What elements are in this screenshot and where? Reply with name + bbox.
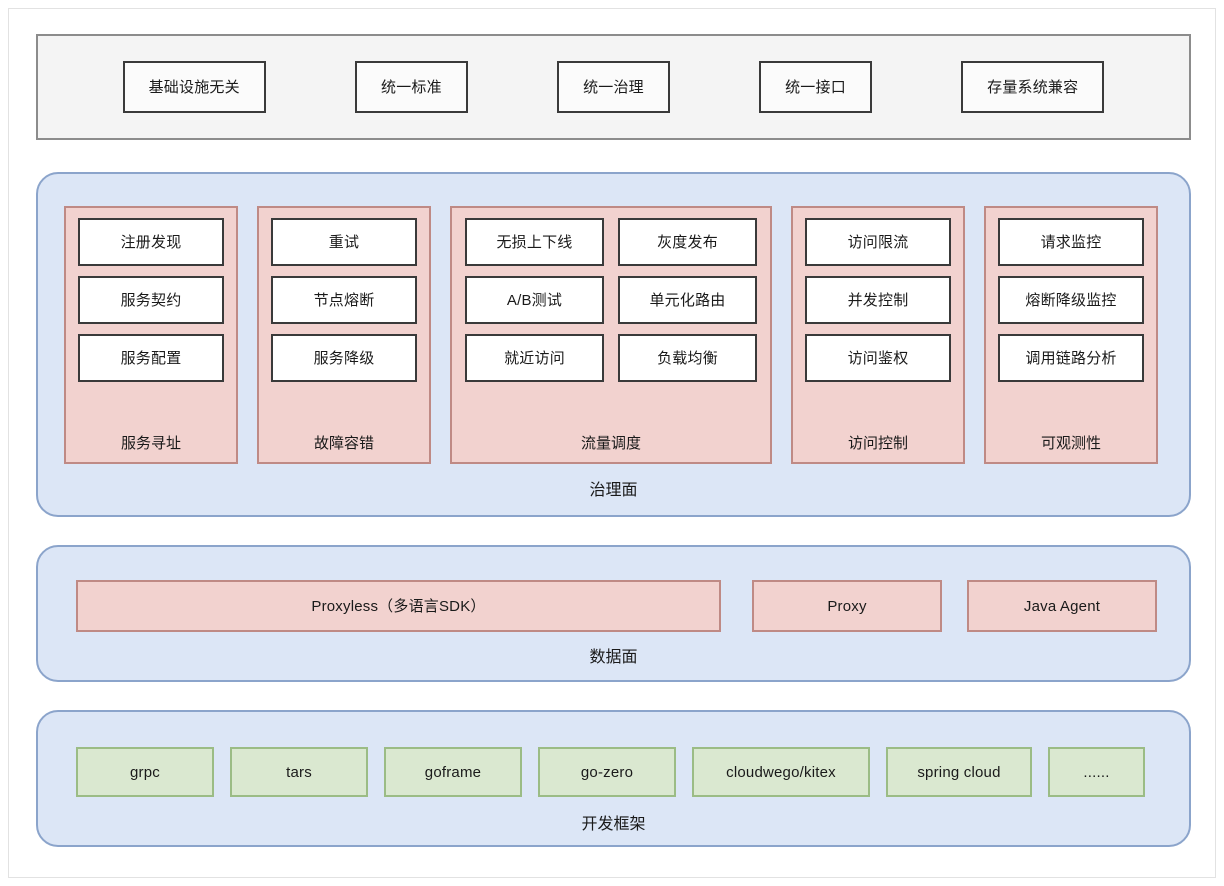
governance-item-label: 访问鉴权: [847, 349, 909, 367]
governance-item-label: 单元化路由: [649, 291, 726, 309]
governance-item-label: 服务契约: [120, 291, 182, 309]
governance-item: 单元化路由: [618, 276, 757, 324]
data-plane-label: 数据面: [589, 649, 638, 666]
governance-item: 访问限流: [805, 218, 951, 266]
governance-item-label: 并发控制: [847, 291, 909, 309]
governance-item: 服务降级: [271, 334, 417, 382]
governance-item-label: 服务降级: [313, 349, 375, 367]
governance-plane-panel: 注册发现 服务契约 服务配置 服务寻址 重试: [36, 172, 1191, 517]
governance-item-label: 熔断降级监控: [1025, 291, 1117, 309]
data-plane-item-java-agent: Java Agent: [967, 580, 1157, 632]
governance-item-label: 负载均衡: [657, 349, 718, 367]
governance-item-label: 节点熔断: [313, 291, 375, 309]
framework-item-grpc: grpc: [76, 747, 214, 797]
principles-panel: 基础设施无关 统一标准 统一治理 统一接口 存量系统兼容: [36, 34, 1191, 140]
governance-group-observability: 请求监控 熔断降级监控 调用链路分析 可观测性: [984, 206, 1158, 464]
governance-item: 调用链路分析: [998, 334, 1144, 382]
principle-box: 存量系统兼容: [961, 61, 1105, 113]
governance-item-label: 无损上下线: [496, 233, 573, 251]
framework-item-goframe: goframe: [384, 747, 522, 797]
governance-item-label: 请求监控: [1040, 233, 1102, 251]
governance-item: 无损上下线: [465, 218, 604, 266]
framework-item-label: cloudwego/kitex: [726, 763, 836, 781]
governance-item: 熔断降级监控: [998, 276, 1144, 324]
principle-label: 基础设施无关: [148, 78, 240, 96]
principle-box: 统一治理: [557, 61, 670, 113]
governance-group-service-addressing: 注册发现 服务契约 服务配置 服务寻址: [64, 206, 238, 464]
data-plane-item-proxyless: Proxyless（多语言SDK）: [76, 580, 721, 632]
governance-item: 重试: [271, 218, 417, 266]
framework-item-label: spring cloud: [917, 763, 1001, 781]
data-plane-item-proxy: Proxy: [752, 580, 942, 632]
governance-item-label: 服务配置: [120, 349, 182, 367]
data-plane-item-label: Proxyless（多语言SDK）: [311, 597, 486, 615]
principle-label: 存量系统兼容: [987, 78, 1079, 96]
governance-groups: 注册发现 服务契约 服务配置 服务寻址 重试: [64, 206, 1167, 464]
governance-item-label: A/B测试: [506, 291, 563, 309]
governance-group-items: 注册发现 服务契约 服务配置: [78, 218, 224, 382]
governance-item: 并发控制: [805, 276, 951, 324]
framework-item-label: ......: [1083, 763, 1110, 781]
governance-item-label: 就近访问: [504, 349, 565, 367]
governance-item: 灰度发布: [618, 218, 757, 266]
data-plane-items: Proxyless（多语言SDK） Proxy Java Agent: [76, 580, 1157, 632]
framework-item-go-zero: go-zero: [538, 747, 676, 797]
framework-plane-label: 开发框架: [581, 816, 646, 833]
data-plane-item-label: Proxy: [827, 597, 867, 615]
governance-item: 就近访问: [465, 334, 604, 382]
framework-item-more: ......: [1048, 747, 1145, 797]
governance-item: 服务契约: [78, 276, 224, 324]
governance-item-label: 访问限流: [847, 233, 909, 251]
data-plane-item-label: Java Agent: [1023, 597, 1101, 615]
governance-group-items: 无损上下线 灰度发布 A/B测试 单元化路由 就近访问 负载: [464, 218, 758, 382]
framework-item-spring-cloud: spring cloud: [886, 747, 1032, 797]
governance-item: A/B测试: [465, 276, 604, 324]
governance-group-items: 重试 节点熔断 服务降级: [271, 218, 417, 382]
governance-item: 注册发现: [78, 218, 224, 266]
governance-group-items: 访问限流 并发控制 访问鉴权: [805, 218, 951, 382]
governance-item: 服务配置: [78, 334, 224, 382]
principle-label: 统一接口: [785, 78, 846, 96]
framework-item-cloudwego-kitex: cloudwego/kitex: [692, 747, 870, 797]
governance-group-access-control: 访问限流 并发控制 访问鉴权 访问控制: [791, 206, 965, 464]
governance-item: 节点熔断: [271, 276, 417, 324]
governance-group-label: 流量调度: [580, 435, 641, 452]
principle-box: 统一接口: [759, 61, 872, 113]
governance-group-label: 可观测性: [1040, 435, 1101, 452]
framework-item-label: grpc: [130, 763, 160, 781]
principle-label: 统一标准: [381, 78, 442, 96]
governance-group-label: 服务寻址: [120, 435, 181, 452]
governance-group-label: 故障容错: [313, 435, 374, 452]
framework-item-label: goframe: [424, 763, 482, 781]
governance-item: 请求监控: [998, 218, 1144, 266]
governance-item: 负载均衡: [618, 334, 757, 382]
governance-group-traffic-scheduling: 无损上下线 灰度发布 A/B测试 单元化路由 就近访问 负载: [450, 206, 772, 464]
governance-item-label: 注册发现: [120, 233, 182, 251]
governance-item-label: 调用链路分析: [1025, 349, 1117, 367]
governance-group-label: 访问控制: [847, 435, 908, 452]
governance-item-label: 重试: [328, 233, 360, 251]
governance-plane-label: 治理面: [589, 482, 638, 499]
framework-plane-items: grpc tars goframe go-zero cloudwego/kite…: [76, 747, 1155, 797]
framework-item-label: go-zero: [580, 763, 634, 781]
principle-box: 基础设施无关: [122, 61, 266, 113]
framework-plane-panel: grpc tars goframe go-zero cloudwego/kite…: [36, 710, 1191, 847]
governance-group-items: 请求监控 熔断降级监控 调用链路分析: [998, 218, 1144, 382]
principle-box: 统一标准: [355, 61, 468, 113]
data-plane-panel: Proxyless（多语言SDK） Proxy Java Agent 数据面: [36, 545, 1191, 682]
framework-item-tars: tars: [230, 747, 368, 797]
governance-item: 访问鉴权: [805, 334, 951, 382]
governance-group-fault-tolerance: 重试 节点熔断 服务降级 故障容错: [257, 206, 431, 464]
framework-item-label: tars: [286, 763, 312, 781]
governance-item-label: 灰度发布: [657, 233, 718, 251]
principle-label: 统一治理: [583, 78, 644, 96]
